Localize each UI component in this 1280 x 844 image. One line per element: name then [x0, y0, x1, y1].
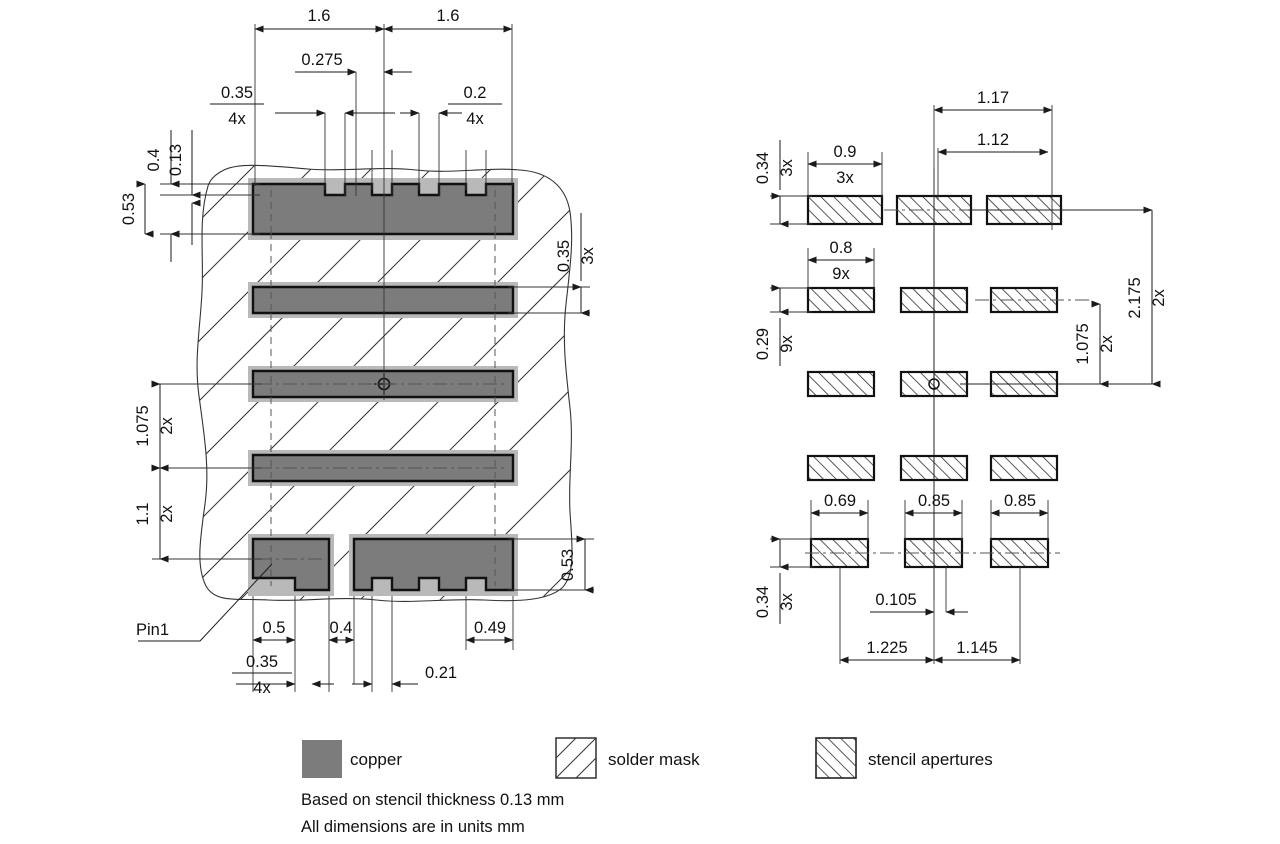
copper-pads-group: [248, 178, 518, 596]
dim-right-0-34-bottom: 0.34: [754, 586, 772, 618]
note-stencil-thickness: Based on stencil thickness 0.13 mm: [301, 791, 564, 809]
dim-top-1-6-left: 1.6: [308, 7, 331, 25]
dim-top-0-35-qty: 4x: [228, 110, 246, 128]
stencil-aperture-grid: [805, 168, 1152, 600]
copper-pad-row2: [251, 285, 515, 315]
dim-right-2-175-qty: 2x: [1150, 289, 1168, 307]
dim-right-1-225: 1.225: [866, 639, 907, 657]
dim-right-2-175: 2.175: [1126, 277, 1144, 318]
aperture-r1c1: [806, 194, 884, 226]
dim-left-0-13: 0.13: [167, 144, 185, 176]
dim-bottom-0-4: 0.4: [330, 619, 353, 637]
dim-bottom-0-49: 0.49: [474, 619, 506, 637]
dim-bottom-0-35-qty: 4x: [253, 679, 271, 697]
copper-swatch: [302, 740, 342, 778]
dim-top-1-6-right: 1.6: [437, 7, 460, 25]
left-view-bottom-dimensions: 0.5 0.4 0.49 0.35 4x 0.21: [232, 596, 514, 697]
right-view-dimensions: 1.17 1.12 0.9 3x 0.8 9x 0.34 3x 0.29 9x: [754, 89, 1168, 664]
left-view-right-dimensions: 0.35 3x 0.53: [508, 213, 597, 594]
solder-mask-outline: [196, 164, 573, 602]
dim-right-0-85-right: 0.85: [1004, 492, 1036, 510]
aperture-r3c1: [806, 370, 876, 398]
legend-label-copper: copper: [350, 750, 402, 769]
dim-right-1-075-qty: 2x: [1098, 335, 1116, 353]
dim-top-0-2: 0.2: [464, 84, 487, 102]
aperture-r4c1: [806, 454, 876, 482]
dim-right-1-075: 1.075: [1074, 323, 1092, 364]
pin1-label: Pin1: [136, 621, 169, 639]
dim-right-0-9: 0.9: [834, 143, 857, 161]
dim-left-1-075-qty: 2x: [158, 417, 176, 435]
dim-right-1-12: 1.12: [977, 131, 1009, 149]
dim-right-0-29: 0.29: [754, 328, 772, 360]
dim-right-0-85-mid: 0.85: [918, 492, 950, 510]
dim-right-0-34-bottom-qty: 3x: [778, 593, 796, 611]
dim-right-0-9-qty: 3x: [836, 169, 854, 187]
dim-left-1-075: 1.075: [134, 405, 152, 446]
dim-right-0-35-qty: 3x: [579, 247, 597, 265]
stencil-aperture-swatch: [815, 737, 857, 779]
dim-left-0-4: 0.4: [145, 149, 163, 172]
aperture-r4c3: [989, 454, 1059, 482]
dim-bottom-0-35: 0.35: [246, 653, 278, 671]
left-view-left-dimensions: 0.4 0.13 0.53 1.075 2x 1.1 2x: [120, 130, 262, 563]
dim-right-0-53: 0.53: [559, 549, 577, 581]
dim-right-1-17: 1.17: [977, 89, 1009, 107]
note-units: All dimensions are in units mm: [301, 818, 525, 836]
dim-left-1-1: 1.1: [134, 503, 152, 526]
copper-pad-row5-right: [352, 537, 515, 592]
dim-left-1-1-qty: 2x: [158, 505, 176, 523]
dim-left-0-53: 0.53: [120, 193, 138, 225]
dim-right-0-8: 0.8: [830, 239, 853, 257]
legend-label-stencil-apertures: stencil apertures: [868, 750, 993, 769]
pin1-leader: Pin1: [136, 563, 273, 642]
legend: copper solder mask stencil apertures: [302, 737, 993, 779]
dim-right-0-8-qty: 9x: [832, 265, 850, 283]
legend-label-solder-mask: solder mask: [608, 750, 700, 769]
dim-right-0-35: 0.35: [555, 240, 573, 272]
dim-bottom-0-21: 0.21: [425, 664, 457, 682]
dim-right-0-105: 0.105: [875, 591, 916, 609]
dim-right-0-69: 0.69: [824, 492, 856, 510]
dim-top-0-35: 0.35: [221, 84, 253, 102]
dim-right-0-34-top: 0.34: [754, 152, 772, 184]
dim-right-0-34-top-qty: 3x: [778, 159, 796, 177]
copper-pad-pin1: [251, 537, 331, 592]
left-view-top-dimensions: 1.6 1.6 0.275 0.35 4x 0.2 4x: [210, 7, 513, 400]
dim-top-0-2-qty: 4x: [466, 110, 484, 128]
dim-right-0-29-qty: 9x: [778, 335, 796, 353]
package-outline-dashes: [258, 190, 508, 586]
dim-bottom-0-5: 0.5: [263, 619, 286, 637]
aperture-r2c1: [806, 286, 876, 314]
notes: Based on stencil thickness 0.13 mm All d…: [301, 791, 564, 836]
stencil-origin-marker: [928, 375, 940, 393]
dim-top-0-275: 0.275: [301, 51, 342, 69]
dim-right-1-145: 1.145: [956, 639, 997, 657]
